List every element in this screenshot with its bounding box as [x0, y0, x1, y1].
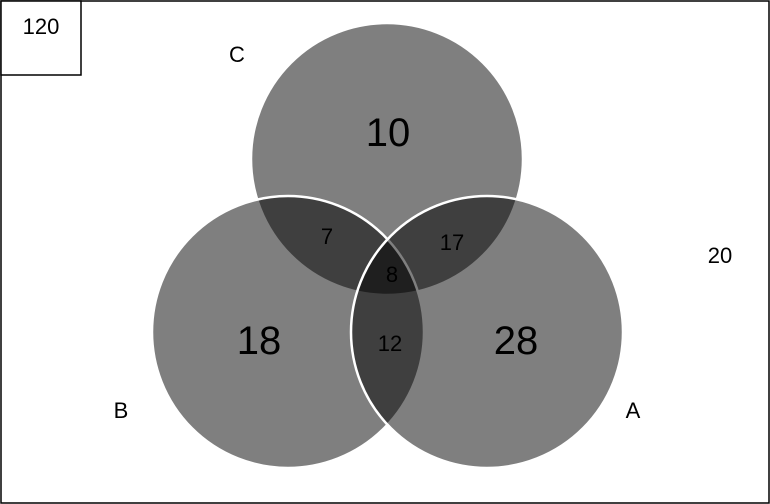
set-label-b: B — [114, 398, 129, 423]
set-label-a: A — [626, 398, 641, 423]
circle-a — [349, 194, 625, 470]
region-b-and-c: 7 — [321, 224, 333, 249]
circles — [150, 21, 625, 470]
region-a-and-c: 17 — [440, 230, 464, 255]
total-box — [0, 0, 82, 76]
region-all-three: 8 — [386, 262, 398, 287]
region-only-c: 10 — [366, 111, 411, 155]
region-only-b: 18 — [237, 319, 282, 363]
set-label-c: C — [229, 42, 245, 67]
outside-value: 20 — [708, 243, 732, 268]
region-a-and-b: 12 — [378, 331, 402, 356]
total-label: 120 — [23, 14, 60, 39]
region-only-a: 28 — [494, 319, 539, 363]
